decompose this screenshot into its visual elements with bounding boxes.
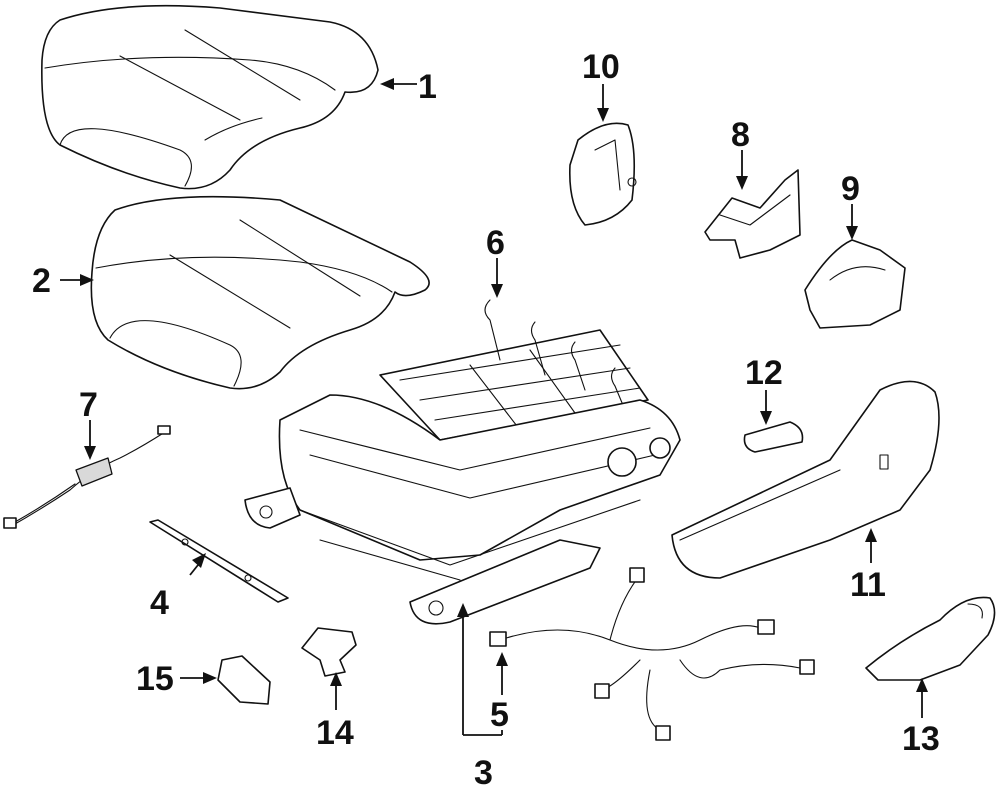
callout-2: 2 bbox=[32, 262, 51, 300]
part-seat-track-frame[interactable] bbox=[244, 394, 681, 625]
callout-12: 12 bbox=[745, 354, 783, 392]
callout-5: 5 bbox=[490, 696, 509, 734]
part-release-cable[interactable] bbox=[3, 425, 171, 529]
part-side-shield[interactable] bbox=[671, 380, 940, 579]
part-bracket-strip[interactable] bbox=[149, 519, 289, 603]
callout-8: 8 bbox=[731, 116, 750, 154]
callout-4: 4 bbox=[150, 584, 169, 622]
part-seat-pad[interactable] bbox=[90, 195, 430, 390]
callout-7: 7 bbox=[79, 386, 98, 424]
callout-14: 14 bbox=[316, 714, 354, 752]
part-seat-cover[interactable] bbox=[41, 4, 379, 190]
callout-3: 3 bbox=[474, 754, 493, 792]
callout-6: 6 bbox=[486, 224, 505, 262]
callout-15: 15 bbox=[136, 660, 174, 698]
part-cap[interactable] bbox=[217, 655, 271, 705]
leader-lines bbox=[60, 78, 928, 736]
part-knob[interactable] bbox=[743, 421, 804, 453]
callout-11: 11 bbox=[850, 566, 886, 604]
callout-labels: 1 2 3 4 5 6 7 8 9 10 11 12 13 14 15 bbox=[32, 48, 940, 792]
callout-1: 1 bbox=[418, 68, 437, 106]
callout-9: 9 bbox=[841, 170, 860, 208]
part-side-cover-upper[interactable] bbox=[568, 122, 637, 226]
part-bracket-9[interactable] bbox=[804, 239, 906, 329]
part-handle[interactable] bbox=[865, 596, 996, 681]
callout-10: 10 bbox=[582, 48, 620, 86]
part-bracket-8[interactable] bbox=[704, 169, 801, 259]
callout-13: 13 bbox=[902, 720, 940, 758]
part-clip[interactable] bbox=[301, 627, 357, 677]
part-wiring-harness[interactable] bbox=[489, 567, 815, 741]
